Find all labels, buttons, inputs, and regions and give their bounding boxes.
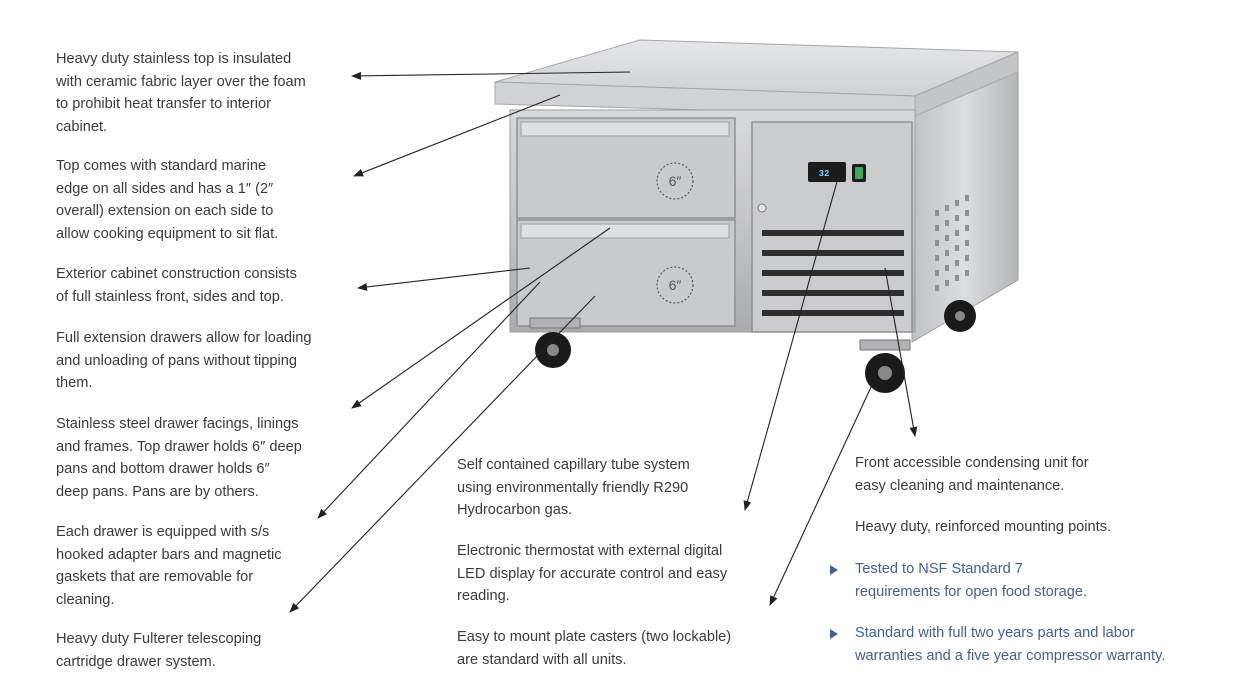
note-drawer-facings: Stainless steel drawer facings, linings … <box>56 416 302 500</box>
note-mounting: Heavy duty, reinforced mounting points. <box>855 519 1112 535</box>
leader-arrows <box>289 71 918 613</box>
note-thermostat: Electronic thermostat with external digi… <box>457 543 728 604</box>
bullet-arrow-icon <box>830 565 838 575</box>
top-drawer: 6″ <box>516 117 736 219</box>
bullet-arrow-icon <box>830 629 838 639</box>
note-marine-edge: Top comes with standard marine edge on a… <box>56 158 279 242</box>
condenser-vent <box>762 230 904 316</box>
note-condensing: Front accessible condensing unit for eas… <box>855 455 1089 494</box>
note-top-insulated: Heavy duty stainless top is insulated wi… <box>56 51 306 135</box>
note-capillary: Self contained capillary tube system usi… <box>457 457 690 518</box>
thermostat-led-readout: 32 <box>819 169 830 179</box>
digital-thermostat: 32 <box>808 162 866 182</box>
caster-rear <box>944 300 976 332</box>
note-full-extension: Full extension drawers allow for loading… <box>56 330 312 391</box>
compressor-door <box>751 121 913 333</box>
note-fulterer: Heavy duty Fulterer telescoping cartridg… <box>56 631 262 670</box>
note-adapter-bars: Each drawer is equipped with s/s hooked … <box>56 524 282 608</box>
bottom-drawer-badge: 6″ <box>669 277 682 293</box>
caster-left <box>529 317 581 368</box>
top-drawer-badge: 6″ <box>669 173 682 189</box>
note-exterior-cabinet: Exterior cabinet construction consists o… <box>56 266 297 305</box>
note-casters: Easy to mount plate casters (two lockabl… <box>457 629 732 668</box>
note-warranty: Standard with full two years parts and l… <box>855 625 1166 664</box>
note-nsf: Tested to NSF Standard 7 requirements fo… <box>855 561 1088 600</box>
caster-right <box>859 339 911 393</box>
worktop <box>494 39 1019 117</box>
bottom-drawer: 6″ <box>516 219 736 327</box>
